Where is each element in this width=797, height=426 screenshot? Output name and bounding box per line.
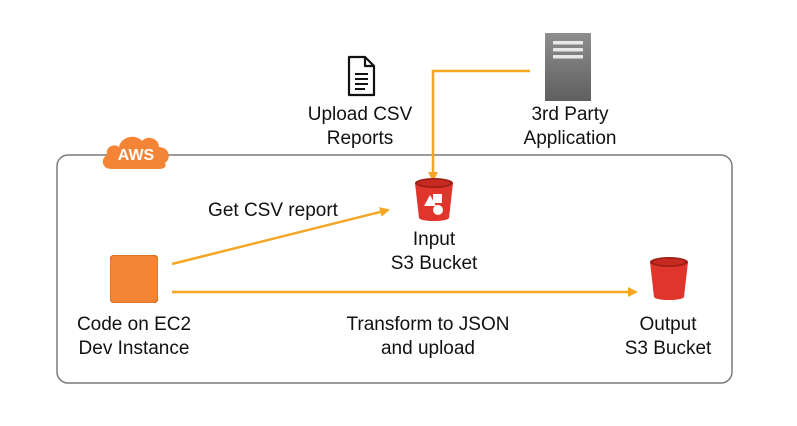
ec2-line2: Dev Instance	[78, 338, 190, 359]
input-s3-bucket-icon	[413, 176, 455, 222]
upload-csv-label: Upload CSV Reports	[290, 103, 430, 151]
ec2-line1: Code on EC2	[76, 314, 192, 335]
output-s3-bucket-icon	[648, 255, 690, 301]
upload-csv-line1: Upload CSV	[307, 104, 413, 125]
ec2-label: Code on EC2 Dev Instance	[64, 313, 204, 361]
input-bucket-label: Input S3 Bucket	[364, 228, 504, 276]
transform-line1: Transform to JSON	[346, 314, 510, 335]
input-bucket-line2: S3 Bucket	[390, 253, 478, 274]
document-icon	[343, 55, 377, 97]
third-party-line2: Application	[523, 128, 617, 149]
output-bucket-label: Output S3 Bucket	[598, 313, 738, 361]
server-icon	[545, 33, 591, 101]
third-party-line1: 3rd Party	[531, 104, 609, 125]
input-bucket-line1: Input	[412, 229, 456, 250]
upload-csv-line2: Reports	[326, 128, 394, 149]
transform-line2: and upload	[380, 338, 476, 359]
arrow-get-csv	[171, 207, 390, 266]
third-party-label: 3rd Party Application	[500, 103, 640, 151]
get-csv-label: Get CSV report	[208, 200, 338, 221]
output-bucket-line2: S3 Bucket	[624, 338, 712, 359]
arrow-third-party-to-input	[428, 69, 530, 182]
ec2-instance-icon	[109, 254, 159, 304]
output-bucket-line1: Output	[639, 314, 697, 335]
aws-cloud-badge: AWS	[99, 131, 173, 173]
transform-label: Transform to JSON and upload	[318, 313, 538, 361]
aws-cloud-icon	[102, 136, 169, 169]
aws-label: AWS	[117, 147, 155, 164]
